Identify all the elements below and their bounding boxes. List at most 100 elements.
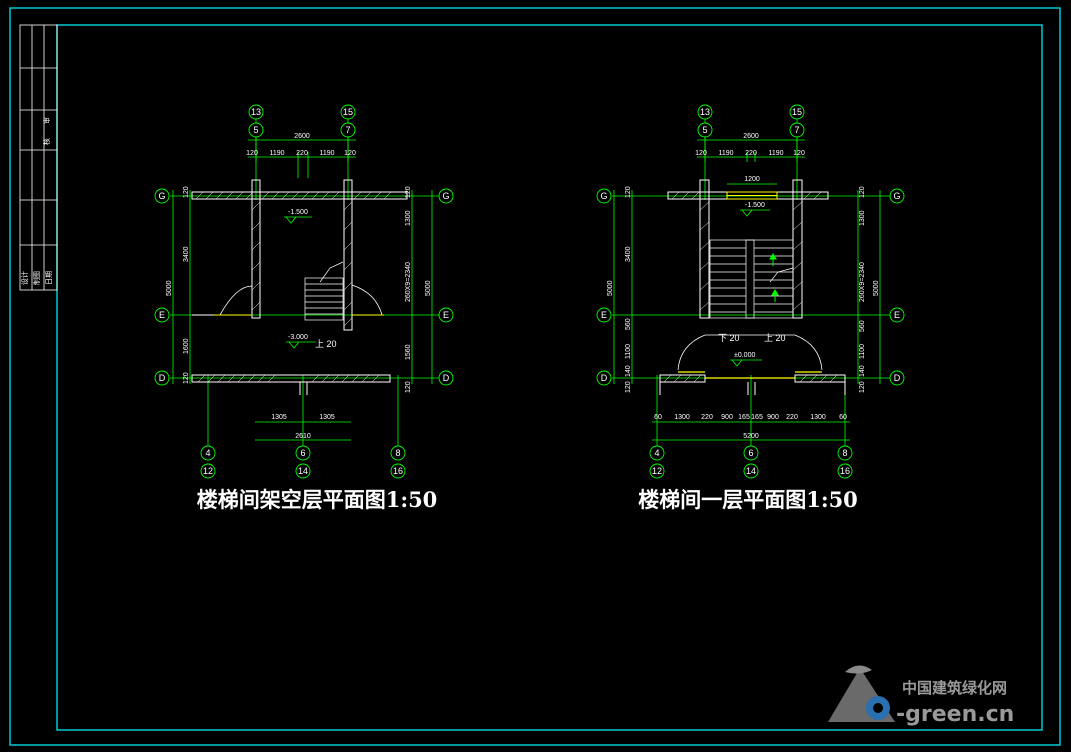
dim-text: 60 [654,414,662,421]
dim-text: 1560 [405,344,412,360]
plan2-level-upper: -1.500 [745,202,765,209]
dim-text: 220 [296,150,308,157]
axis-label: E [159,310,165,320]
dim-text: 165 [738,414,750,421]
dim-text: 165 [751,414,763,421]
axis-label: G [893,191,900,201]
dim-text: 260X9=2340 [405,262,412,302]
dim-text: 120 [183,372,190,384]
axis-label: 6 [748,448,753,458]
axis-label: 15 [792,107,802,117]
axis-label: 14 [298,466,308,476]
dim-text: 1190 [768,150,783,157]
dim-text: 2600 [294,133,310,140]
dim-text: 1300 [810,414,826,421]
dim-text: 120 [859,381,866,393]
dim-text: 1100 [859,344,866,359]
plan1-title: 楼梯间架空层平面图1:50 [197,487,438,512]
dim-text: 1305 [271,414,287,421]
plan2-level-lower: ±0.000 [734,352,755,359]
dim-text: 120 [405,186,412,198]
dim-text: 60 [839,414,847,421]
dim-text: 220 [745,150,757,157]
dim-text: 1300 [405,210,412,226]
plan1-level-marks [284,216,316,349]
axis-label: E [894,310,900,320]
axis-label: 13 [251,107,261,117]
axis-label: 4 [654,448,659,458]
axis-label: 7 [345,125,350,135]
leaf-logo-icon [828,665,895,722]
axis-label: G [442,191,449,201]
watermark-en: -green.cn [896,702,1014,727]
dim-text: 1190 [319,150,334,157]
dim-text: 1300 [859,210,866,226]
plan2-door-sills [678,371,822,379]
axis-label: 5 [702,125,707,135]
dim-text: 900 [721,414,733,421]
axis-label: E [443,310,449,320]
axis-label: 15 [343,107,353,117]
axis-label: D [601,373,608,383]
plan2-down-label: 下 20 [718,333,740,343]
plan2-axis-bubbles [596,104,905,479]
plan1-stair [304,261,344,321]
dim-text: 2610 [295,433,311,440]
dim-text: 5000 [166,280,173,296]
axis-label: 14 [746,466,756,476]
dim-text: 120 [183,186,190,198]
plan2-up-label: 上 20 [764,333,786,343]
plan1-wall-hatch [195,191,392,383]
axis-label: D [894,373,901,383]
axis-label: 12 [652,466,662,476]
dim-text: 1600 [183,338,190,354]
axis-label: 16 [393,466,403,476]
plan-1: -1.500 -3.000 上 20 13 15 5 7 4 6 8 12 14… [154,104,454,512]
dim-text: 120 [625,381,632,393]
axis-label: 4 [205,448,210,458]
axis-label: 16 [840,466,850,476]
title-block-labels: 审 核 设计 制图 日期 [20,117,53,285]
inner-frame [56,24,1043,731]
plan2-window [726,191,778,200]
axis-label: 6 [300,448,305,458]
axis-label: 5 [253,125,258,135]
title-block-cell: 核 [42,138,51,145]
dim-text: 140 [859,365,866,377]
dim-text: 5000 [873,280,880,296]
plan1-axis-bubbles [154,104,454,479]
plan1-doors [219,284,383,316]
axis-label: D [159,373,166,383]
plan1-grid-lines [170,118,440,448]
axis-label: 8 [842,448,847,458]
dim-text: 1190 [718,150,733,157]
dim-text: 120 [859,186,866,198]
plan1-up-label: 上 20 [315,339,337,349]
dim-text: 220 [701,414,713,421]
plan2-wall-hatch [663,191,838,383]
title-block [19,24,58,291]
title-block-cell: 设计 [20,271,29,285]
dim-text: 3400 [183,246,190,262]
plan2-level-marks [730,209,770,367]
axis-label: G [158,191,165,201]
dim-text: 120 [246,150,258,157]
axis-label: 8 [395,448,400,458]
plan2-title: 楼梯间一层平面图1:50 [638,487,858,512]
plan2-grid-lines [612,118,890,448]
dim-text: 1190 [269,150,284,157]
dim-text: 120 [695,150,707,157]
watermark-cn: 中国建筑绿化网 [902,679,1007,697]
plan1-level-upper: -1.500 [288,209,308,216]
dim-text: 560 [625,318,632,330]
dim-text: 1305 [319,414,335,421]
plan2-walls [659,179,846,395]
dim-text: 120 [625,186,632,198]
axis-label: E [601,310,607,320]
dim-text: 900 [767,414,779,421]
axis-label: D [443,373,450,383]
dim-text: 220 [786,414,798,421]
dim-text: 5000 [425,280,432,296]
dim-text: 2600 [743,133,759,140]
